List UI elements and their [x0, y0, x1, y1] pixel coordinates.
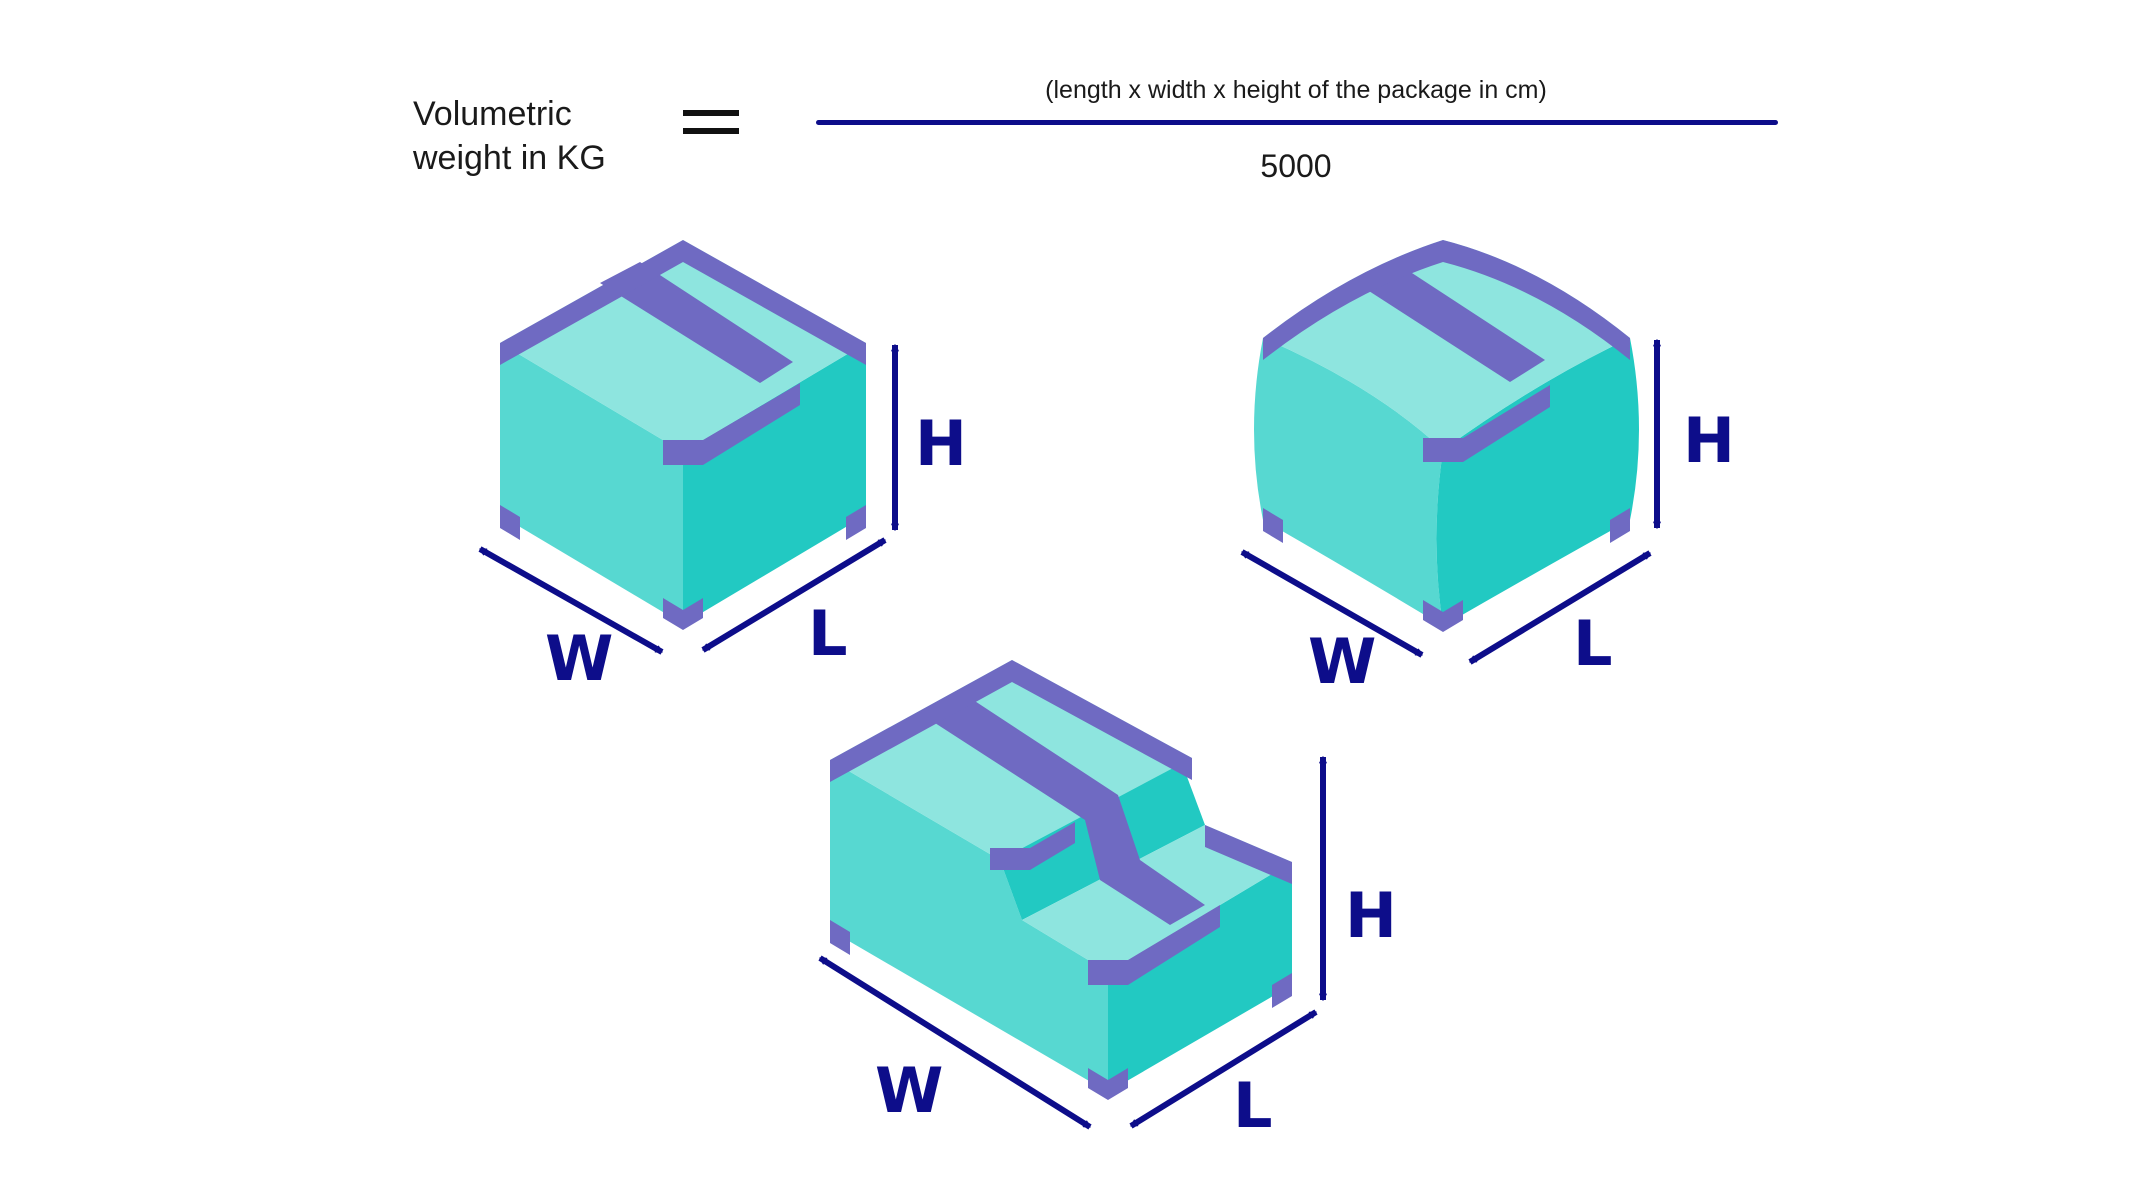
stepped-box-length-arrow [1129, 1009, 1318, 1129]
irregular-stepped-box: H W L [818, 660, 1397, 1142]
stepped-box-width-label: W [875, 1054, 943, 1127]
stepped-box-length-label: L [1233, 1069, 1273, 1142]
formula-lhs-line1: Volumetric [413, 95, 572, 133]
bulging-box-height-label: H [1683, 404, 1735, 477]
bulging-box-length-arrow [1468, 550, 1652, 665]
standard-box-corner [846, 505, 866, 540]
stepped-box-corner [1088, 1068, 1128, 1100]
bulging-box: H W L [1240, 240, 1735, 698]
standard-box-corner [500, 505, 520, 540]
stepped-box-tape-lower-edge [1205, 825, 1292, 884]
stepped-box-width-arrow [818, 955, 1092, 1130]
stepped-box-corner [830, 920, 850, 955]
standard-box-tape [600, 262, 793, 383]
standard-box-tape-edge [500, 240, 866, 365]
fraction-bar [816, 120, 1778, 125]
bulging-box-corner [1263, 508, 1283, 543]
standard-box-width-arrow [478, 546, 664, 655]
bulging-box-length-label: L [1573, 607, 1613, 680]
bulging-box-tape-front [1423, 385, 1550, 462]
equals-sign [683, 110, 739, 140]
bulging-box-width-label: W [1308, 625, 1376, 698]
standard-box-width-label: W [545, 622, 613, 695]
standard-box-height-label: H [915, 407, 967, 480]
bulging-box-tape [1355, 262, 1545, 382]
stepped-box-tape-edge [830, 660, 1192, 782]
formula-denominator: 5000 [1260, 148, 1332, 184]
bulging-box-tape-edge [1263, 240, 1630, 360]
stepped-box-tape-front [1088, 905, 1220, 985]
formula-numerator: (length x width x height of the package … [1045, 76, 1547, 104]
standard-box-length-label: L [808, 597, 848, 670]
standard-box-tape-front [663, 383, 800, 465]
bulging-box-width-arrow [1240, 549, 1424, 658]
stepped-box-height-label: H [1345, 879, 1397, 952]
stepped-box-tape-step [990, 822, 1075, 870]
stepped-box-tape [918, 690, 1205, 925]
formula-lhs: Volumetric weight in KG [413, 92, 606, 180]
formula-lhs-line2: weight in KG [413, 139, 606, 177]
bulging-box-corner [1423, 600, 1463, 632]
volumetric-weight-formula: Volumetric weight in KG (length x width … [0, 0, 2133, 200]
standard-box: H W L [478, 240, 967, 695]
standard-box-length-arrow [701, 537, 887, 653]
stepped-box-corner [1272, 973, 1292, 1008]
standard-box-corner [663, 598, 703, 630]
bulging-box-corner [1610, 508, 1630, 543]
